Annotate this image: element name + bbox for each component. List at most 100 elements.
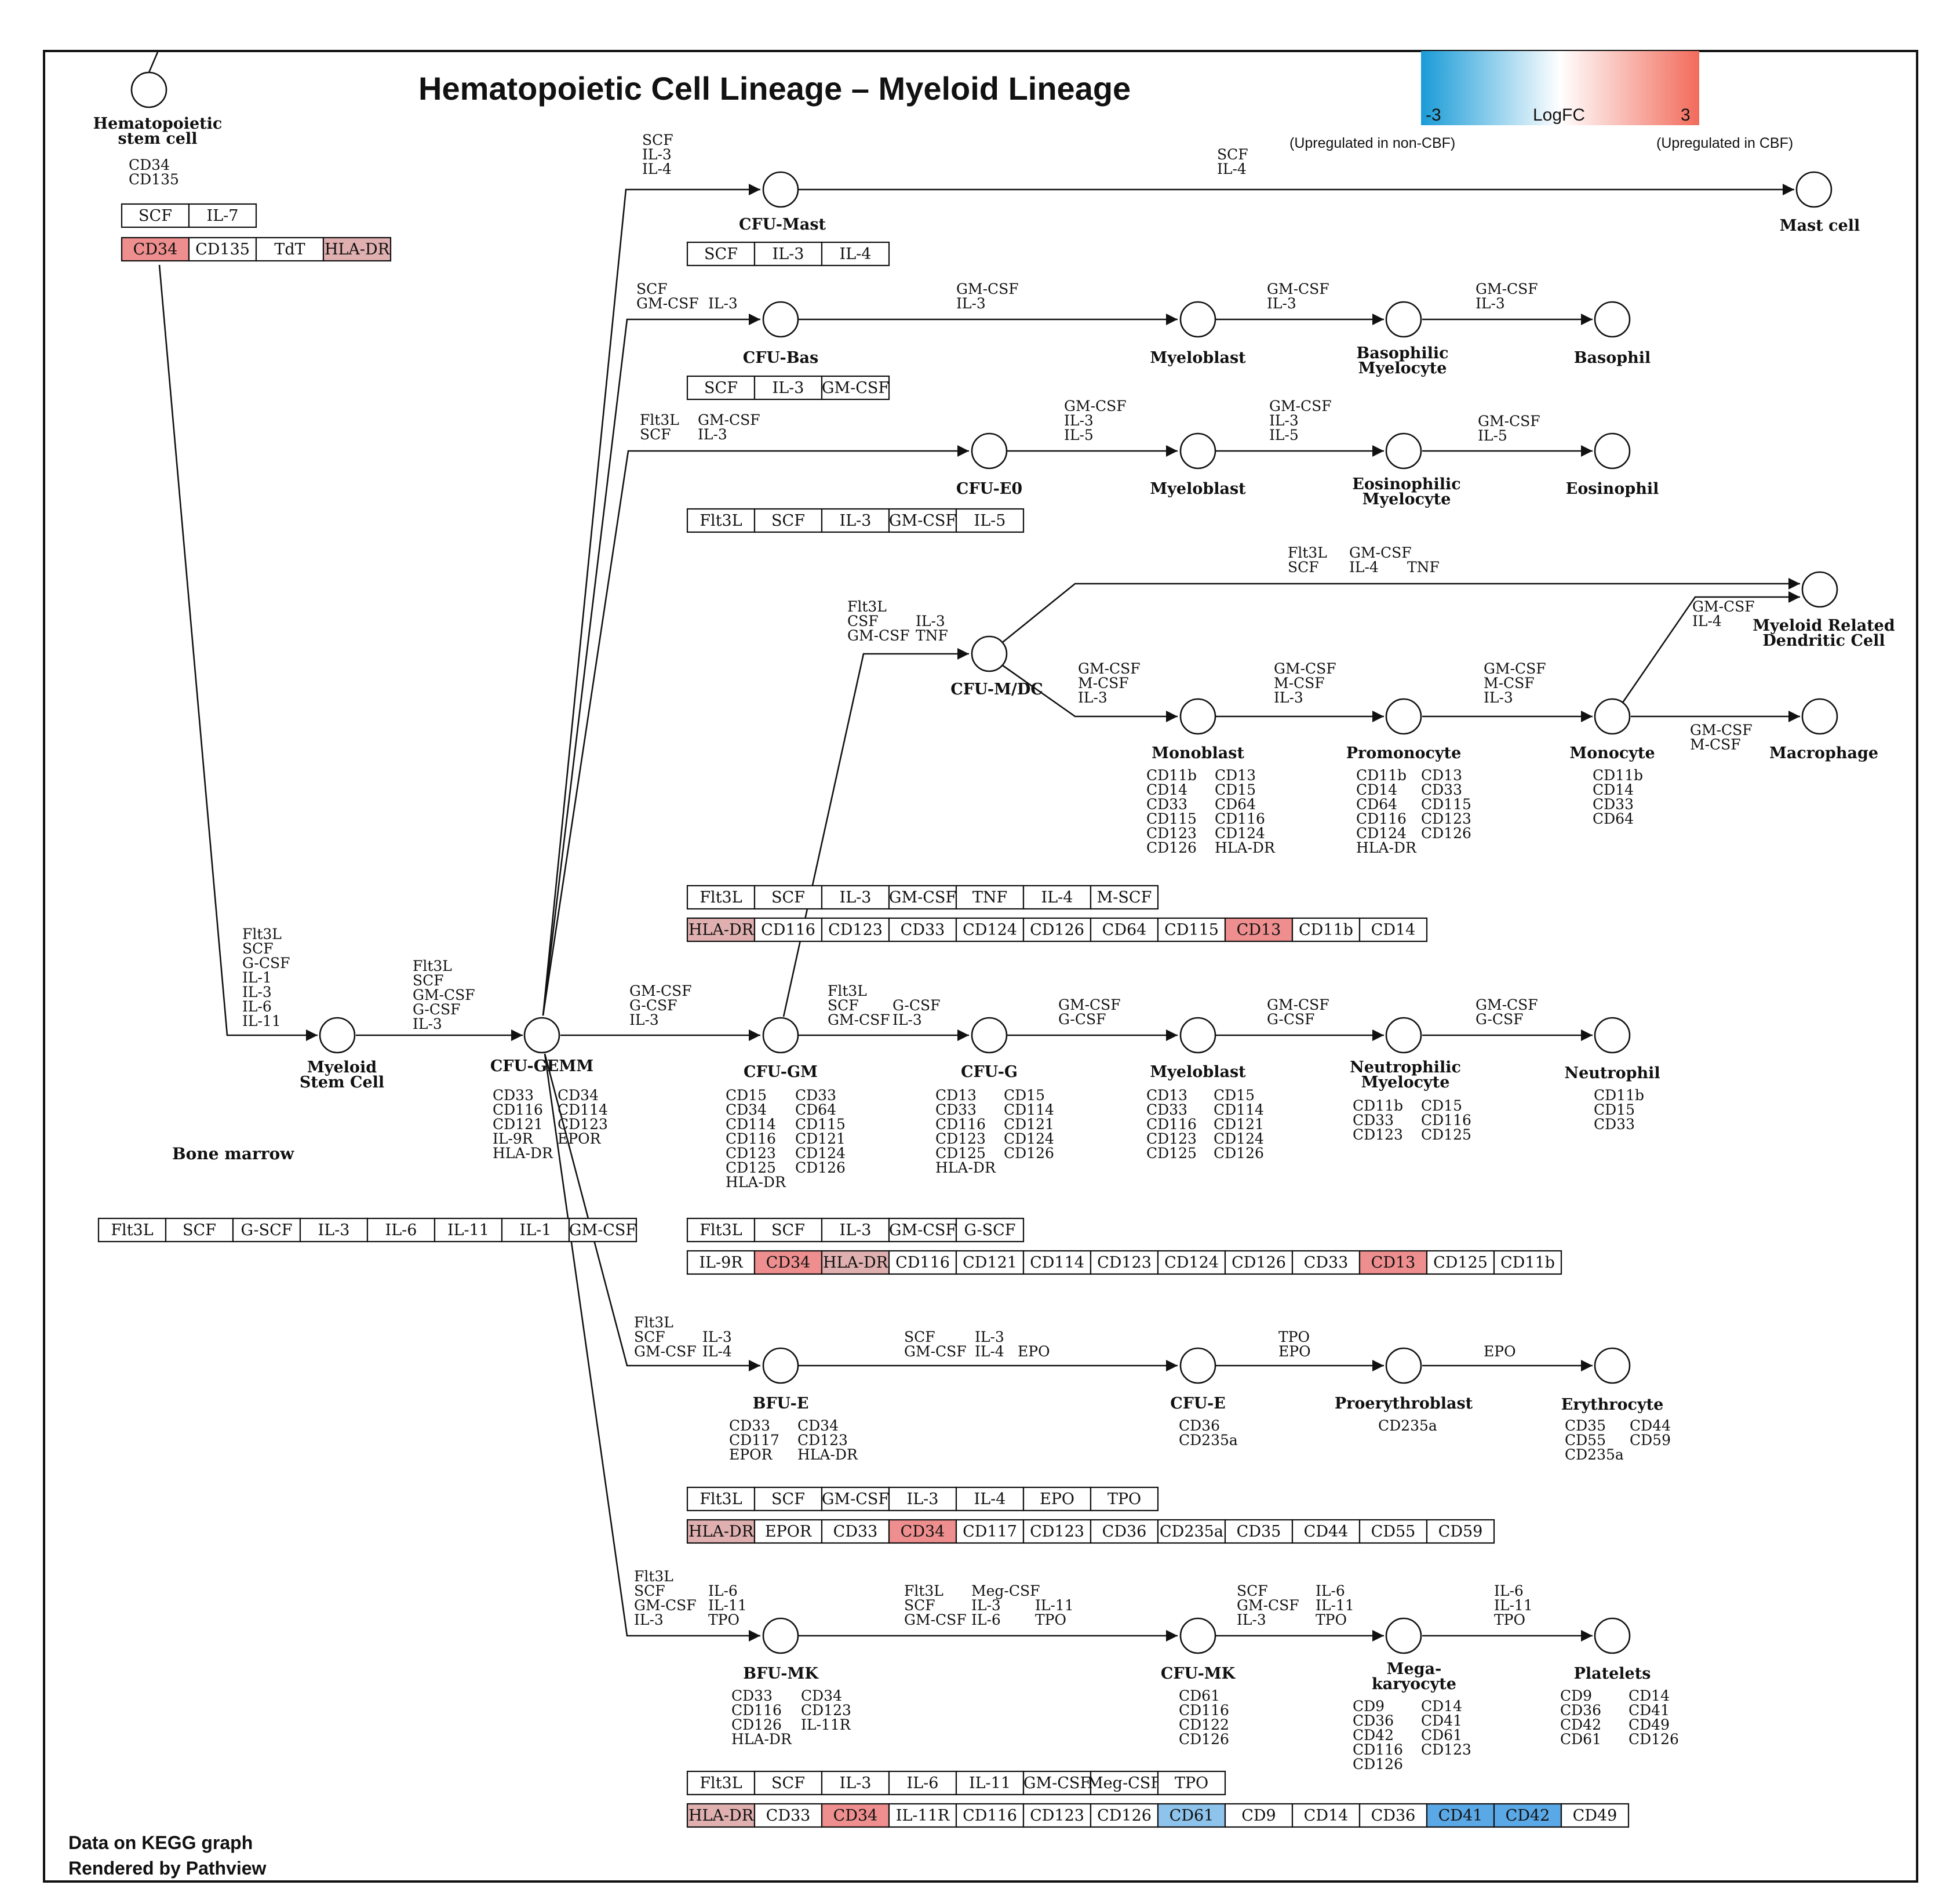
- node-baso-myelocyte[interactable]: [1385, 301, 1422, 338]
- gene-box[interactable]: SCF: [686, 241, 756, 267]
- gene-box[interactable]: G-SCF: [232, 1217, 301, 1243]
- gene-box[interactable]: CD34: [121, 236, 190, 262]
- node-cfu-gm[interactable]: [762, 1017, 799, 1054]
- gene-box[interactable]: G-SCF: [955, 1217, 1025, 1243]
- gene-box[interactable]: CD9: [1224, 1803, 1294, 1828]
- gene-box[interactable]: IL-3: [753, 375, 823, 401]
- gene-box[interactable]: GM-CSF: [1022, 1770, 1092, 1796]
- gene-box[interactable]: SCF: [165, 1217, 234, 1243]
- gene-box[interactable]: IL-11R: [888, 1803, 957, 1828]
- gene-box[interactable]: CD125: [1426, 1250, 1495, 1275]
- gene-box[interactable]: IL-11: [433, 1217, 503, 1243]
- gene-box[interactable]: CD33: [1291, 1250, 1361, 1275]
- gene-box[interactable]: CD34: [821, 1803, 890, 1828]
- gene-box[interactable]: IL-3: [753, 241, 823, 267]
- gene-box[interactable]: CD123: [821, 917, 890, 942]
- node-mrdc[interactable]: [1801, 571, 1838, 608]
- gene-box[interactable]: CD34: [753, 1250, 823, 1275]
- gene-box[interactable]: Flt3L: [686, 1770, 756, 1796]
- node-cfu-mdc[interactable]: [971, 635, 1008, 672]
- gene-box[interactable]: HLA-DR: [686, 1519, 756, 1544]
- node-neutrophil[interactable]: [1594, 1017, 1631, 1054]
- gene-box[interactable]: CD59: [1426, 1519, 1495, 1544]
- node-myeloblast-eo[interactable]: [1179, 432, 1216, 470]
- gene-box[interactable]: CD135: [188, 236, 257, 262]
- gene-box[interactable]: GM-CSF: [568, 1217, 637, 1243]
- gene-box[interactable]: SCF: [753, 1770, 823, 1796]
- gene-box[interactable]: IL-3: [821, 1770, 890, 1796]
- gene-box[interactable]: CD44: [1291, 1519, 1361, 1544]
- gene-box[interactable]: CD124: [955, 917, 1025, 942]
- gene-box[interactable]: CD123: [1022, 1519, 1092, 1544]
- gene-box[interactable]: IL-3: [888, 1486, 957, 1512]
- gene-box[interactable]: CD116: [888, 1250, 957, 1275]
- gene-box[interactable]: CD33: [821, 1519, 890, 1544]
- node-cfu-e[interactable]: [1179, 1347, 1216, 1384]
- gene-box[interactable]: IL-7: [188, 203, 257, 228]
- gene-box[interactable]: CD117: [955, 1519, 1025, 1544]
- gene-box[interactable]: IL-4: [821, 241, 890, 267]
- gene-box[interactable]: CD49: [1560, 1803, 1630, 1828]
- gene-box[interactable]: CD64: [1090, 917, 1159, 942]
- gene-box[interactable]: Flt3L: [686, 1486, 756, 1512]
- gene-box[interactable]: CD124: [1157, 1250, 1226, 1275]
- gene-box[interactable]: IL-4: [1022, 885, 1092, 910]
- gene-box[interactable]: CD123: [1090, 1250, 1159, 1275]
- gene-box[interactable]: IL-9R: [686, 1250, 756, 1275]
- node-myeloblast-bas[interactable]: [1179, 301, 1216, 338]
- gene-box[interactable]: SCF: [753, 508, 823, 533]
- node-cfu-eo[interactable]: [971, 432, 1008, 470]
- gene-box[interactable]: CD115: [1157, 917, 1226, 942]
- gene-box[interactable]: IL-11: [955, 1770, 1025, 1796]
- gene-box[interactable]: IL-3: [821, 1217, 890, 1243]
- gene-box[interactable]: TdT: [255, 236, 325, 262]
- node-cfu-bas[interactable]: [762, 301, 799, 338]
- node-hsc[interactable]: [130, 71, 167, 108]
- gene-box[interactable]: CD35: [1224, 1519, 1294, 1544]
- gene-box[interactable]: CD13: [1358, 1250, 1428, 1275]
- gene-box[interactable]: IL-6: [366, 1217, 436, 1243]
- gene-box[interactable]: SCF: [121, 203, 190, 228]
- gene-box[interactable]: TPO: [1090, 1486, 1159, 1512]
- gene-box[interactable]: CD114: [1022, 1250, 1092, 1275]
- gene-box[interactable]: HLA-DR: [686, 1803, 756, 1828]
- gene-box[interactable]: GM-CSF: [888, 885, 957, 910]
- gene-box[interactable]: EPOR: [753, 1519, 823, 1544]
- node-monocyte[interactable]: [1594, 698, 1631, 735]
- node-cfu-g[interactable]: [971, 1017, 1008, 1054]
- gene-box[interactable]: CD61: [1157, 1803, 1226, 1828]
- gene-box[interactable]: Flt3L: [686, 885, 756, 910]
- node-cfu-mast[interactable]: [762, 171, 799, 208]
- gene-box[interactable]: IL-1: [501, 1217, 570, 1243]
- node-erythrocyte[interactable]: [1594, 1347, 1631, 1384]
- gene-box[interactable]: CD42: [1493, 1803, 1562, 1828]
- gene-box[interactable]: CD126: [1090, 1803, 1159, 1828]
- node-bfu-mk[interactable]: [762, 1617, 799, 1654]
- node-gemm[interactable]: [523, 1017, 560, 1054]
- gene-box[interactable]: CD14: [1291, 1803, 1361, 1828]
- node-platelets[interactable]: [1594, 1617, 1631, 1654]
- gene-box[interactable]: HLA-DR: [821, 1250, 890, 1275]
- node-proerythroblast[interactable]: [1385, 1347, 1422, 1384]
- gene-box[interactable]: CD33: [753, 1803, 823, 1828]
- gene-box[interactable]: CD34: [888, 1519, 957, 1544]
- node-msc[interactable]: [319, 1017, 356, 1054]
- gene-box[interactable]: SCF: [686, 375, 756, 401]
- gene-box[interactable]: GM-CSF: [888, 508, 957, 533]
- node-megakaryocyte[interactable]: [1385, 1617, 1422, 1654]
- node-cfu-mk[interactable]: [1179, 1617, 1216, 1654]
- node-basophil[interactable]: [1594, 301, 1631, 338]
- gene-box[interactable]: Flt3L: [686, 508, 756, 533]
- gene-box[interactable]: CD33: [888, 917, 957, 942]
- gene-box[interactable]: Meg-CSF: [1087, 1770, 1161, 1796]
- gene-box[interactable]: GM-CSF: [888, 1217, 957, 1243]
- node-neut-myelocyte[interactable]: [1385, 1017, 1422, 1054]
- node-monoblast[interactable]: [1179, 698, 1216, 735]
- gene-box[interactable]: CD126: [1224, 1250, 1294, 1275]
- gene-box[interactable]: GM-CSF: [821, 1486, 890, 1512]
- gene-box[interactable]: Flt3L: [686, 1217, 756, 1243]
- gene-box[interactable]: CD121: [955, 1250, 1025, 1275]
- gene-box[interactable]: CD14: [1358, 917, 1428, 942]
- gene-box[interactable]: CD55: [1358, 1519, 1428, 1544]
- gene-box[interactable]: CD116: [955, 1803, 1025, 1828]
